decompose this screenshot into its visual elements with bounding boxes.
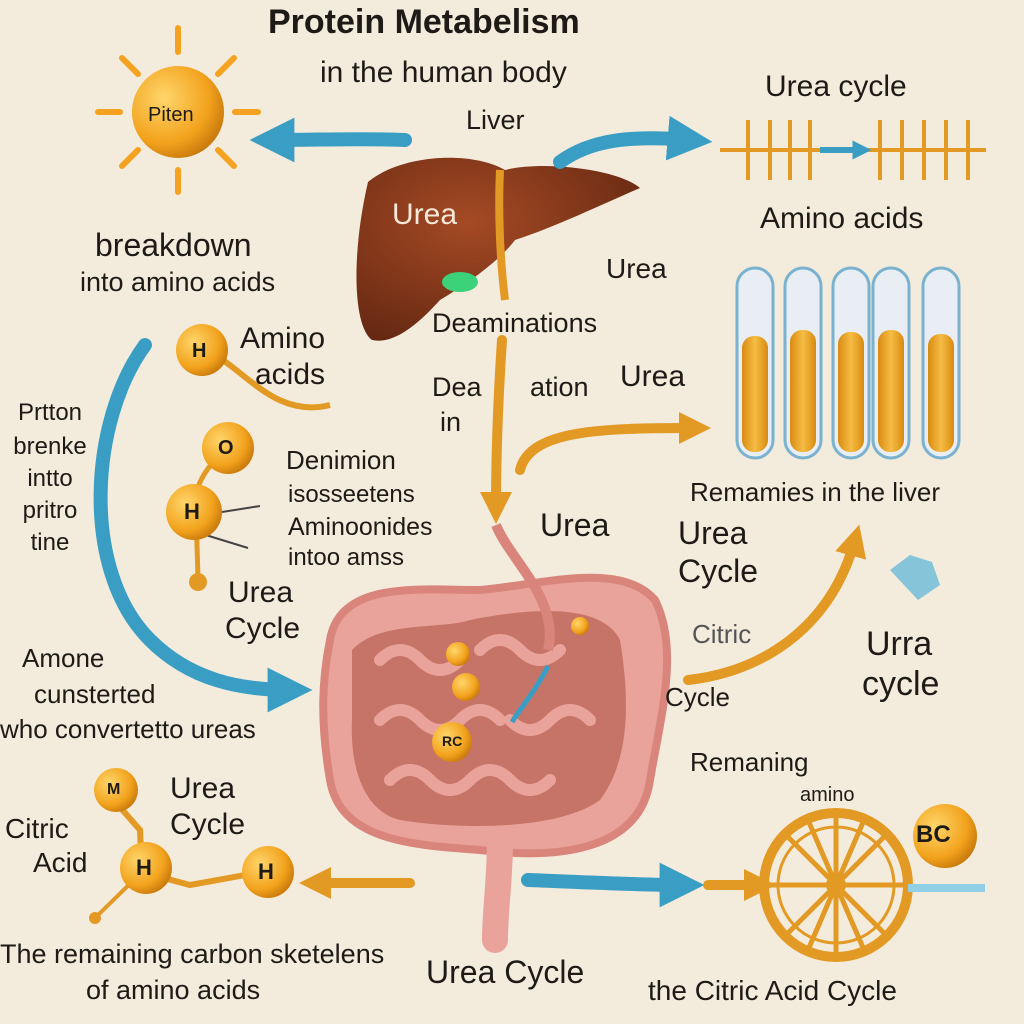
bc-badge: [913, 804, 977, 868]
urra-cycle-1: Urra: [866, 625, 933, 663]
crystal-icon: [890, 555, 940, 600]
urea-cycle-bottom-label: Urea Cycle: [426, 954, 585, 990]
citric-acid-wheel-icon: [759, 808, 913, 962]
sun-label: Piten: [148, 104, 194, 126]
remaining-liver-label: Remamies in the liver: [690, 477, 940, 507]
left-block-line-1: Prtton: [17, 399, 83, 426]
urea-cycle-left-2: Cycle: [225, 612, 301, 645]
amone-line-3: who convertetto ureas: [0, 714, 256, 744]
urea-cycle-right-2: Cycle: [678, 553, 759, 589]
urea-stomach-label: Urea: [540, 507, 610, 543]
left-block-line-4: pritro: [22, 497, 78, 524]
denimion-line-1: Denimion: [286, 445, 396, 475]
citric-acid-line-1: Citric: [5, 813, 69, 844]
arrows-teal: [93, 115, 713, 908]
remaining-amino-2: amino: [800, 784, 855, 806]
page-title: Protein Metabelism: [268, 3, 580, 41]
dea-label-2: ation: [530, 372, 589, 402]
bc-tag-label: BC: [916, 821, 951, 848]
intestine-rc-label: RC: [442, 733, 463, 749]
citric-acid-line-2: Acid: [33, 847, 88, 878]
intestine-organ: [319, 573, 672, 953]
amino-acids-top-label: Amino acids: [760, 202, 924, 235]
amino-acids-left-1: Amino: [240, 322, 326, 355]
molecule-h-1: H: [192, 340, 207, 362]
tube-to-intestine: [491, 522, 555, 652]
molecule-h-4: H: [258, 859, 274, 884]
sun-icon: [95, 25, 261, 195]
breakdown-label-1: breakdown: [95, 227, 252, 263]
urea-cycle-bl-2: Cycle: [170, 808, 246, 841]
molecule-h-3: H: [136, 855, 152, 880]
left-block-line-5: tine: [30, 529, 70, 556]
amone-line-1: Amone: [22, 643, 105, 673]
breakdown-label-2: into amino acids: [80, 267, 276, 297]
molecule-h-2: H: [184, 499, 200, 524]
urea-cycle-right-1: Urea: [678, 515, 748, 551]
urea-mid-label: Urea: [606, 253, 667, 284]
remaining-amino-1: Remaning: [690, 747, 809, 777]
denimion-line-2: isosseetens: [288, 481, 415, 508]
urea-cycle-top-label: Urea cycle: [765, 70, 907, 103]
amino-balls: [94, 324, 294, 898]
liver-label: Liver: [466, 105, 525, 135]
page-subtitle: in the human body: [320, 56, 567, 89]
dea-label-1: Dea: [432, 372, 482, 402]
carbon-skeletons-1: The remaining carbon sketelens: [0, 939, 385, 969]
denimion-line-4: intoo amss: [288, 544, 405, 571]
denimion-line-3: Aminoonides: [288, 513, 433, 541]
left-block-line-2: brenke: [13, 433, 87, 460]
cycle-right-label: Cycle: [665, 682, 731, 712]
urea-right-label: Urea: [620, 360, 686, 393]
liver-urea-label: Urea: [392, 198, 458, 231]
urea-cycle-left-1: Urea: [228, 576, 294, 609]
urea-cycle-bl-1: Urea: [170, 772, 236, 805]
test-tubes: [735, 266, 961, 460]
urra-cycle-2: cycle: [862, 665, 940, 703]
dea-label-3: in: [440, 407, 462, 437]
amone-line-2: cunsterted: [34, 679, 156, 709]
carbon-skeletons-2: of amino acids: [86, 975, 261, 1005]
liver-organ: [356, 157, 640, 341]
deaminations-label: Deaminations: [432, 308, 598, 338]
arrows-orange: [298, 335, 867, 902]
molecule-o: O: [218, 437, 234, 459]
molecule-m: M: [107, 781, 121, 798]
citric-cycle-bottom-label: the Citric Acid Cycle: [648, 975, 897, 1006]
citric-right-label: Citric: [692, 619, 752, 649]
amino-acids-left-2: acids: [255, 358, 326, 391]
left-block-line-3: intto: [27, 465, 73, 492]
